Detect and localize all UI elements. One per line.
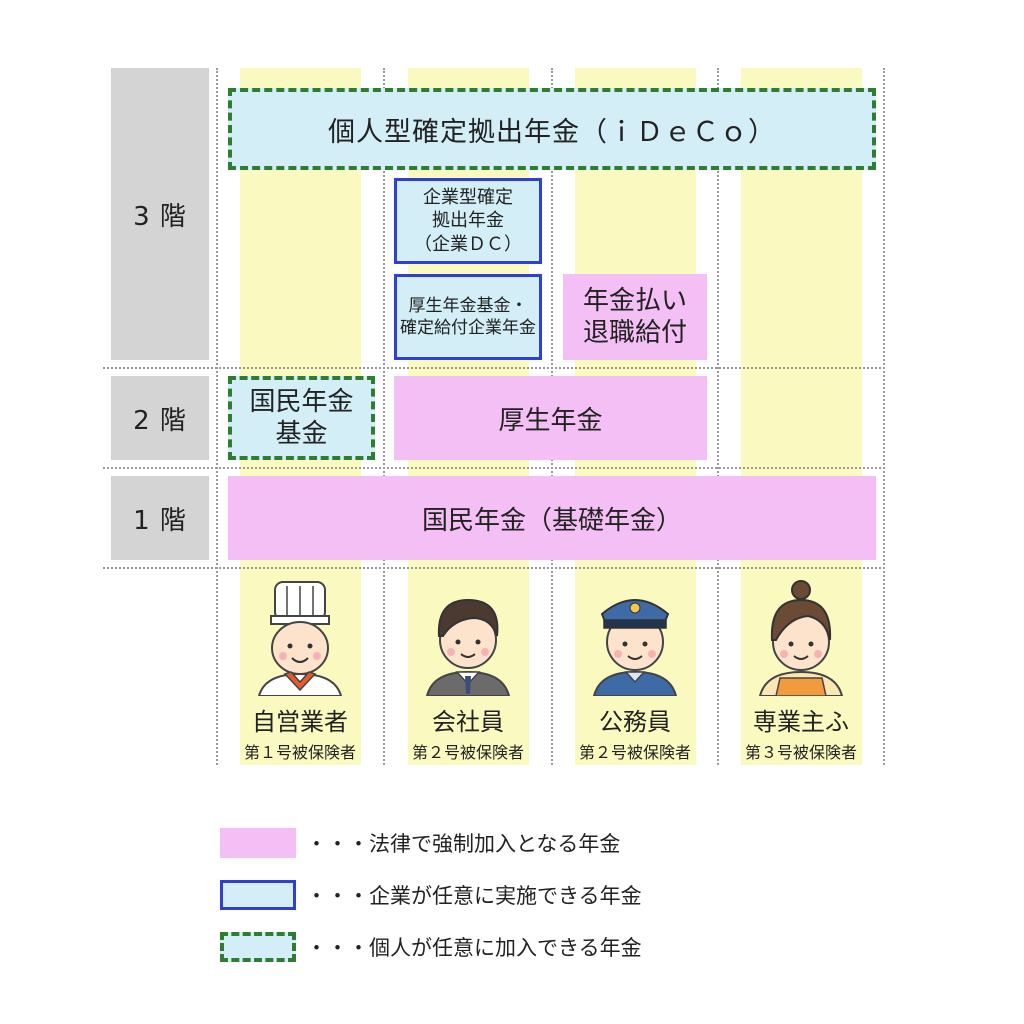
legend-label: ・・・企業が任意に実施できる年金 <box>306 884 642 908</box>
corporate-dc-line: 企業型確定 <box>423 187 513 209</box>
grid-hline <box>103 467 885 469</box>
person-company-employee: 会社員 第２号被保険者 <box>388 578 548 763</box>
person-self-employed: 自営業者 第１号被保険者 <box>220 578 380 763</box>
national-pension-plan: 国民年金（基礎年金） <box>228 476 876 560</box>
occupation-label: 会社員 <box>432 708 504 736</box>
national-pension-fund-line: 国民年金 <box>249 386 354 417</box>
grid-vline <box>383 68 385 765</box>
occupation-label: 専業主ふ <box>753 708 849 736</box>
legend-item-mandatory: ・・・法律で強制加入となる年金 <box>220 828 620 858</box>
legend-label: ・・・個人が任意に加入できる年金 <box>306 936 642 960</box>
employee-pension-fund-line: 確定給付企業年金 <box>400 318 536 338</box>
person-homemaker: 専業主ふ 第３号被保険者 <box>721 578 881 763</box>
insured-type-label: 第２号被保険者 <box>578 743 691 762</box>
grid-vline <box>717 68 719 765</box>
legend-swatch-blue <box>220 880 296 910</box>
grid-vline <box>216 68 218 765</box>
retirement-allowance-plan: 年金払い 退職給付 <box>563 274 707 360</box>
chef-icon <box>257 581 343 696</box>
insured-type-label: 第２号被保険者 <box>411 743 524 762</box>
employee-pension-fund-plan: 厚生年金基金・ 確定給付企業年金 <box>394 274 542 360</box>
grid-hline <box>103 367 885 369</box>
corporate-dc-plan: 企業型確定 拠出年金 （企業ＤＣ） <box>394 178 542 264</box>
retirement-allowance-line: 退職給付 <box>582 318 687 348</box>
employees-pension-plan: 厚生年金 <box>394 376 707 460</box>
national-pension-fund-line: 基金 <box>275 419 328 449</box>
employee-pension-fund-line: 厚生年金基金・ <box>408 295 528 316</box>
homemaker-icon <box>758 580 844 696</box>
legend-label: ・・・法律で強制加入となる年金 <box>306 832 621 856</box>
tier-1-label: 1 階 <box>111 476 209 560</box>
insured-type-label: 第１号被保険者 <box>243 743 356 762</box>
office-worker-icon <box>425 598 511 696</box>
insured-type-label: 第３号被保険者 <box>744 743 857 762</box>
tier-2-label: 2 階 <box>111 376 209 460</box>
corporate-dc-line: 拠出年金 <box>432 210 504 232</box>
grid-hline <box>103 567 885 569</box>
legend-item-individual: ・・・個人が任意に加入できる年金 <box>220 932 642 962</box>
legend-swatch-pink <box>220 828 296 858</box>
grid-vline <box>883 68 885 765</box>
tier-3-label: 3 階 <box>111 68 209 360</box>
national-pension-fund-plan: 国民年金 基金 <box>228 376 375 460</box>
retirement-allowance-line: 年金払い <box>582 285 687 316</box>
corporate-dc-line: （企業ＤＣ） <box>414 233 522 255</box>
ideco-plan: 個人型確定拠出年金（ｉＤｅＣｏ） <box>228 88 876 170</box>
occupation-label: 自営業者 <box>252 708 348 736</box>
occupation-label: 公務員 <box>599 708 671 736</box>
person-civil-servant: 公務員 第２号被保険者 <box>555 578 715 763</box>
legend-swatch-green <box>220 932 296 962</box>
police-officer-icon <box>592 599 678 696</box>
legend-item-company: ・・・企業が任意に実施できる年金 <box>220 880 642 910</box>
